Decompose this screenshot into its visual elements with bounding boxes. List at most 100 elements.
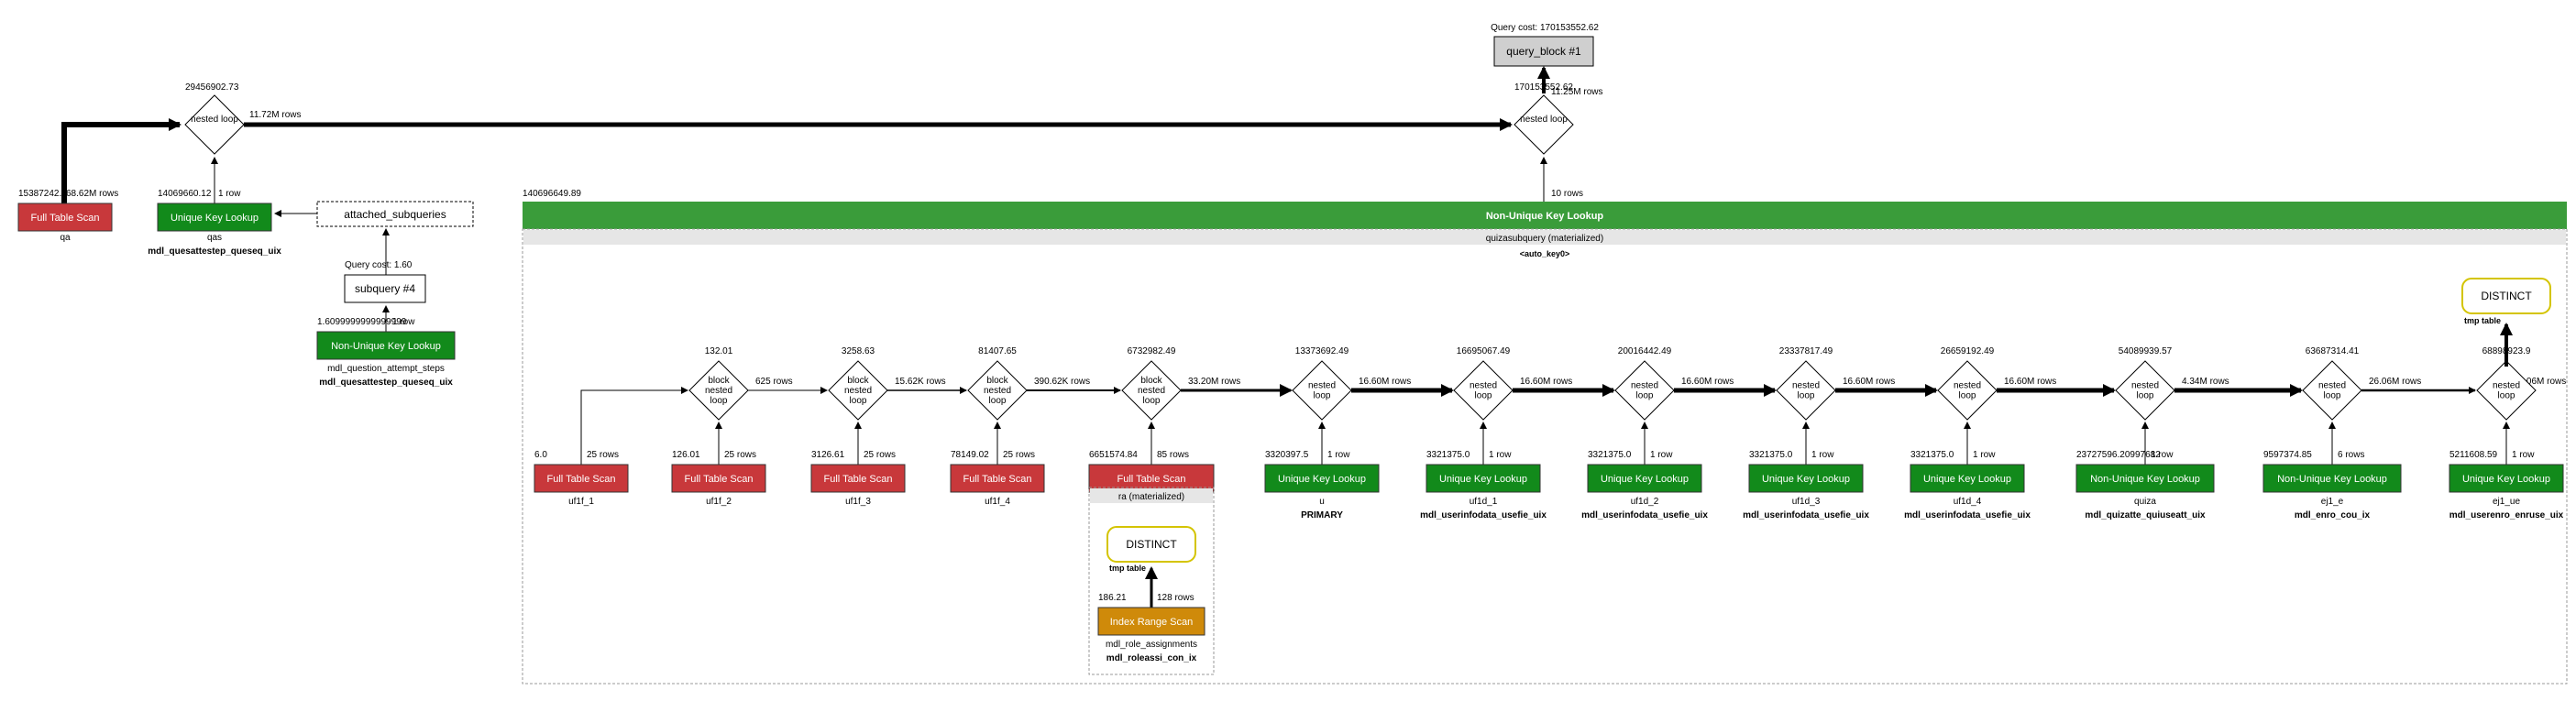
scan-6-lookup[interactable] [1264,464,1380,493]
scan-3-rows: 25 rows [864,450,896,460]
qas-sub-rows: 1 row [392,317,415,327]
final-distinct-box[interactable] [2461,278,2551,314]
qas-cost: 14069660.12 [158,189,212,199]
ra-tmp-table: tmp table [1109,564,1146,573]
join-11-rows: 26.06M rows [2369,377,2421,387]
query-block-box[interactable] [1493,36,1594,67]
scan-9-cost: 3321375.0 [1749,450,1793,460]
join-3-diamond[interactable] [967,360,1028,421]
qas-sub-non-unique-lookup[interactable] [316,331,456,360]
join-9-text-1: nested [1954,381,1981,391]
scan-1-label: Full Table Scan [546,474,615,485]
outer-nested-loop-text: nested loop [191,115,238,125]
scan-7-lookup[interactable] [1426,464,1541,493]
qas-rows: 1 row [218,189,241,199]
join-10-rows: 4.34M rows [2182,377,2229,387]
qas-sub-table-name: mdl_question_attempt_steps [327,364,445,374]
outer-nested-loop-diamond[interactable] [184,94,245,155]
ra-key-name: mdl_roleassi_con_ix [1106,653,1197,663]
join-2-rows: 15.62K rows [895,377,946,387]
join-4-rows: 33.20M rows [1188,377,1240,387]
top-nested-loop-text: nested loop [1520,115,1568,125]
join-2-text-1: block [847,376,869,386]
join-9-diamond[interactable] [1937,360,1998,421]
join-2-text-3: loop [850,396,867,406]
join-5-text-1: nested [1308,381,1336,391]
top-nested-loop-diamond[interactable] [1514,94,1574,155]
join-7-cost: 20016442.49 [1618,346,1672,356]
ra-distinct-box[interactable] [1106,526,1196,563]
join-1-text-1: block [708,376,730,386]
scan-3-label: Full Table Scan [823,474,892,485]
join-2-diamond[interactable] [828,360,888,421]
top-nested-loop-rows: 11.25M rows [1551,87,1603,97]
subquery4-title: subquery #4 [355,282,415,295]
scan-2-rows: 25 rows [724,450,756,460]
join-11-diamond[interactable] [2302,360,2362,421]
subquery4-box[interactable] [344,274,426,303]
scan-13-rows: 1 row [2512,450,2535,460]
scan-2-label: Full Table Scan [684,474,753,485]
qas-table-name: qas [207,233,222,243]
scan-6-cost: 3320397.5 [1265,450,1309,460]
scan-11-label: Non-Unique Key Lookup [2090,474,2200,485]
outer-nested-loop-cost: 29456902.73 [185,82,239,93]
scan-10-lookup[interactable] [1910,464,2025,493]
scan-9-lookup[interactable] [1748,464,1864,493]
join-1-text-3: loop [710,396,728,406]
scan-6-label: Unique Key Lookup [1278,474,1366,485]
scan-8-lookup[interactable] [1587,464,1702,493]
scan-4-rows: 25 rows [1003,450,1035,460]
qas-unique-key-lookup[interactable] [157,203,272,232]
scan-13-lookup[interactable] [2449,464,2564,493]
scan-8-table: uf1d_2 [1631,497,1659,507]
join-1-diamond[interactable] [688,360,749,421]
scan-13-table: ej1_ue [2493,497,2520,507]
quizasubquery-header[interactable] [523,202,2567,229]
query-block-title: query_block #1 [1506,45,1581,58]
qa-full-table-scan[interactable] [17,203,113,232]
scan-1-full-table-scan[interactable] [534,464,629,493]
scan-9-key: mdl_userinfodata_usefie_uix [1743,510,1869,520]
join-12-text-2: loop [2498,391,2515,401]
join-3-text-1: block [986,376,1008,386]
scan-1-rows: 25 rows [587,450,619,460]
scan-10-cost: 3321375.0 [1910,450,1954,460]
join-12-diamond[interactable] [2476,360,2537,421]
scan-2-full-table-scan[interactable] [671,464,766,493]
ra-index-range-scan[interactable] [1097,607,1205,636]
join-8-diamond[interactable] [1776,360,1836,421]
join-3-cost: 81407.65 [978,346,1017,356]
scan-3-cost: 3126.61 [811,450,845,460]
join-4-text-1: block [1140,376,1162,386]
scan-11-lookup[interactable] [2075,464,2215,493]
qa-scan-label: Full Table Scan [30,213,99,224]
scan-13-label: Unique Key Lookup [2462,474,2550,485]
join-7-diamond[interactable] [1614,360,1675,421]
query-cost-label: Query cost: 170153552.62 [1491,23,1599,33]
scan-4-label: Full Table Scan [963,474,1031,485]
join-10-text-1: nested [2131,381,2159,391]
scan-4-cost: 78149.02 [951,450,989,460]
scan-13-cost: 5211608.59 [2449,450,2498,460]
scan-11-key: mdl_quizatte_quiuseatt_uix [2085,510,2206,520]
join-2-text-2: nested [844,386,872,396]
join-6-diamond[interactable] [1453,360,1514,421]
scan-12-lookup[interactable] [2262,464,2402,493]
join-10-diamond[interactable] [2115,360,2175,421]
scan-12-rows: 6 rows [2338,450,2364,460]
scan-9-table: uf1d_3 [1792,497,1821,507]
scan-5-cost: 6651574.84 [1089,450,1138,460]
scan-11-rows: 1 row [2151,450,2174,460]
quizasubquery-cost: 140696649.89 [523,189,581,199]
join-12-rows: 26.06M rows [2514,377,2566,387]
join-4-text-2: nested [1138,386,1165,396]
join-4-diamond[interactable] [1121,360,1182,421]
scan-8-label: Unique Key Lookup [1601,474,1689,485]
scan-3-full-table-scan[interactable] [810,464,906,493]
attached-subqueries-box[interactable] [316,201,474,227]
join-5-diamond[interactable] [1292,360,1352,421]
scan-9-label: Unique Key Lookup [1762,474,1850,485]
scan-4-full-table-scan[interactable] [950,464,1045,493]
